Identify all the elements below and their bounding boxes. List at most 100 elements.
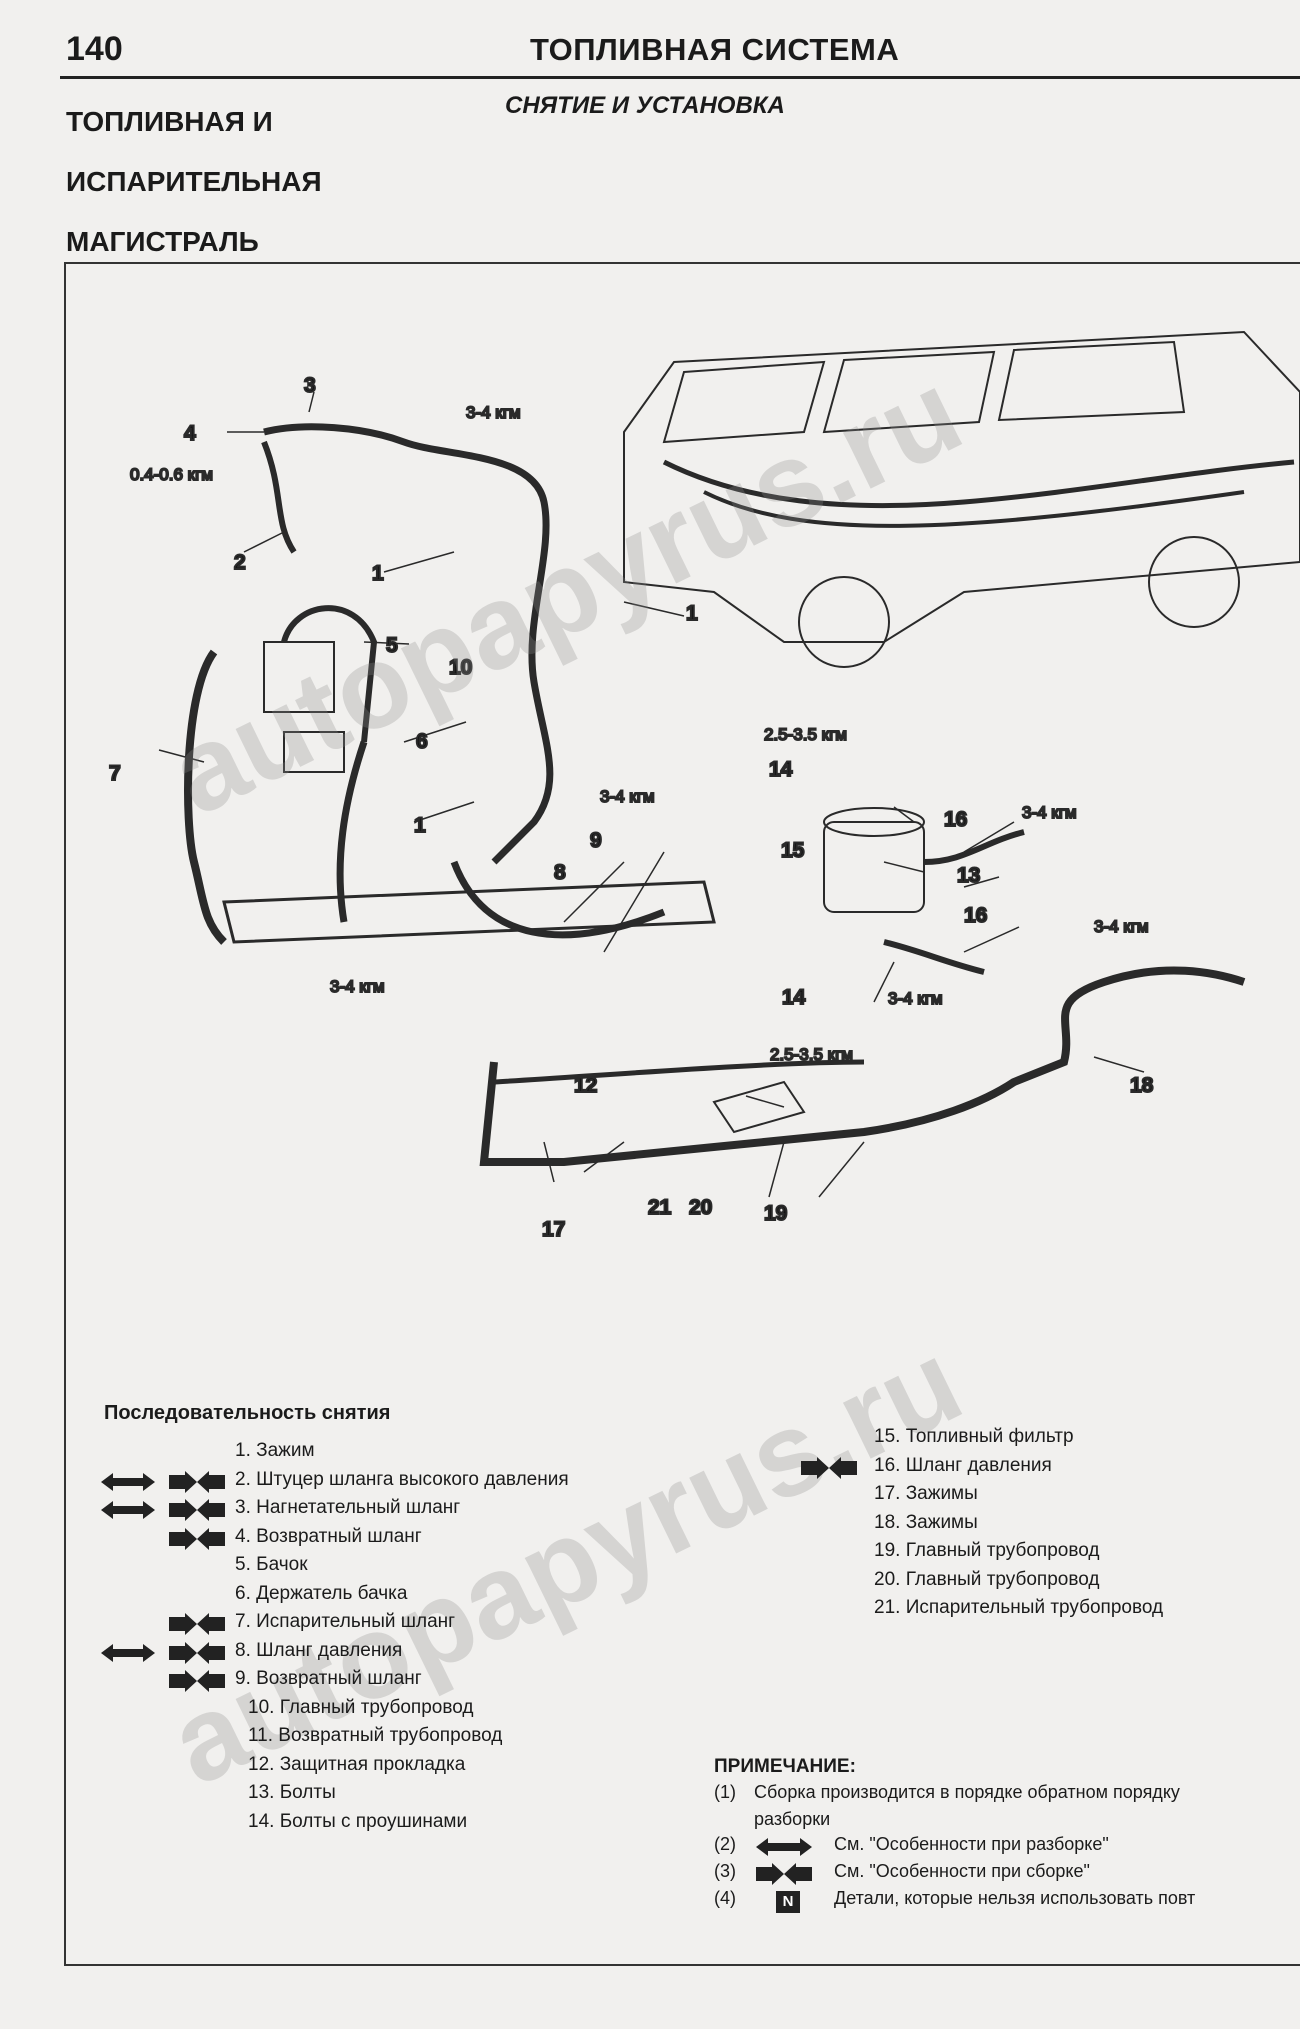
callout-number: 1	[414, 814, 426, 837]
remove-arrow-icon	[101, 1472, 155, 1491]
callout-number: 4	[184, 422, 196, 445]
torque-label: 3-4 кгм	[1022, 803, 1077, 822]
sequence-item-text: 20. Главный трубопровод	[874, 1568, 1100, 1590]
note-title: ПРИМЕЧАНИЕ:	[714, 1756, 856, 1777]
sequence-item: 18. Зажимы	[800, 1512, 1260, 1541]
sequence-heading: Последовательность снятия	[104, 1402, 391, 1424]
sequence-item-text: 12. Защитная прокладка	[248, 1753, 466, 1775]
fuel-filter-illustration	[823, 807, 1025, 975]
note-continuation: разборки	[754, 1809, 831, 1829]
install-arrow-icon	[756, 1863, 812, 1885]
callout-number: 5	[386, 634, 398, 657]
sequence-icons	[100, 1527, 275, 1552]
callout-number: 16	[964, 904, 987, 927]
sequence-item-text: 4. Возвратный шланг	[235, 1525, 422, 1547]
sequence-item-text: 13. Болты	[248, 1782, 336, 1803]
note-number: (4)	[714, 1888, 736, 1908]
note-block: ПРИМЕЧАНИЕ: (1) Сборка производится в по…	[714, 1756, 1300, 1915]
subtitle: СНЯТИЕ И УСТАНОВКА	[505, 92, 785, 119]
sequence-item: 3. Нагнетательный шланг	[60, 1497, 710, 1526]
callout-number: 16	[944, 808, 967, 831]
sequence-item-text: 8. Шланг давления	[235, 1639, 403, 1661]
sequence-item-text: 1. Зажим	[235, 1440, 315, 1461]
topic-title-line: ИСПАРИТЕЛЬНАЯ	[66, 166, 322, 197]
sequence-item: 21. Испарительный трубопровод	[800, 1597, 1260, 1626]
sequence-icons	[100, 1499, 275, 1523]
remove-arrow-icon	[101, 1643, 155, 1662]
sequence-item-text: 18. Зажимы	[874, 1511, 978, 1533]
torque-label: 2.5-3.5 кгм	[770, 1045, 853, 1064]
torque-label: 3-4 кгм	[1094, 917, 1149, 936]
sequence-item-text: 2. Штуцер шланга высокого давления	[235, 1468, 569, 1490]
note-text: Сборка производится в порядке обратном п…	[754, 1782, 1180, 1802]
sequence-item-text: 11. Возвратный трубопровод	[248, 1725, 503, 1746]
sequence-icons	[100, 1670, 275, 1694]
callout-number: 14	[782, 986, 806, 1009]
torque-label: 0.4-0.6 кгм	[130, 465, 213, 484]
callout-number: 7	[109, 762, 121, 785]
note-text: Детали, которые нельзя использовать повт	[834, 1888, 1196, 1908]
callout-number: 12	[574, 1074, 597, 1097]
callout-number: 14	[769, 758, 793, 781]
sequence-item: 10. Главный трубопровод	[60, 1697, 710, 1726]
torque-label: 3-4 кгм	[888, 989, 943, 1008]
note-text: См. "Особенности при сборке"	[834, 1861, 1090, 1881]
sequence-item: 19. Главный трубопровод	[800, 1540, 1260, 1569]
note-number: (1)	[714, 1782, 736, 1802]
remove-arrow-icon	[101, 1501, 155, 1519]
sequence-item: 15. Топливный фильтр	[800, 1426, 1260, 1455]
callout-number: 1	[372, 562, 384, 585]
sequence-item: 4. Возвратный шланг	[60, 1526, 710, 1555]
install-arrow-icon	[169, 1527, 225, 1550]
section-title: ТОПЛИВНАЯ СИСТЕМА	[530, 32, 900, 67]
sequence-item-text: 10. Главный трубопровод	[248, 1696, 474, 1718]
note-row: (2) См. "Особенности при разборке"	[714, 1834, 1300, 1861]
note-text: См. "Особенности при разборке"	[834, 1834, 1109, 1854]
callout-number: 3	[304, 374, 316, 397]
sequence-item-text: 17. Зажимы	[874, 1483, 978, 1504]
note-number: (3)	[714, 1861, 736, 1881]
header-rule	[60, 76, 1300, 79]
sequence-item: 5. Бачок	[60, 1554, 710, 1583]
sequence-item: 12. Защитная прокладка	[60, 1754, 710, 1783]
note-number: (2)	[714, 1834, 736, 1854]
callout-number: 2	[234, 551, 246, 574]
topic-title-line: ТОПЛИВНАЯ И	[66, 106, 273, 137]
callout-number: 17	[542, 1218, 565, 1241]
install-arrow-icon	[801, 1456, 857, 1479]
sequence-item-text: 3. Нагнетательный шланг	[235, 1497, 461, 1518]
remove-arrow-icon	[756, 1838, 812, 1856]
install-arrow-icon	[169, 1613, 225, 1635]
sequence-item-text: 21. Испарительный трубопровод	[874, 1597, 1164, 1618]
install-arrow-icon	[169, 1670, 225, 1692]
sequence-item: 2. Штуцер шланга высокого давления	[60, 1469, 710, 1498]
sequence-item-text: 6. Держатель бачка	[235, 1582, 408, 1604]
callout-number: 10	[449, 656, 472, 679]
sequence-item: 1. Зажим	[60, 1440, 710, 1469]
note-row: (4) N Детали, которые нельзя использоват…	[714, 1888, 1300, 1915]
callout-number: 19	[764, 1202, 787, 1225]
sequence-icons	[100, 1641, 275, 1666]
callout-number: 13	[957, 864, 980, 887]
tube-assembly-lower	[479, 966, 1246, 1166]
sequence-item: 14. Болты с проушинами	[60, 1811, 710, 1840]
callout-number: 15	[781, 839, 805, 862]
note-row: (1) Сборка производится в порядке обратн…	[714, 1782, 1300, 1809]
leader-lines	[158, 391, 1145, 1198]
hose-assembly-upper	[184, 423, 716, 945]
sequence-item: 20. Главный трубопровод	[800, 1569, 1260, 1598]
callout-number: 8	[554, 861, 566, 884]
callout-number: 1	[686, 602, 698, 625]
sequence-item: 9. Возвратный шланг	[60, 1668, 710, 1697]
torque-label: 3-4 кгм	[466, 403, 521, 422]
vehicle-illustration	[623, 330, 1300, 668]
install-arrow-icon	[169, 1641, 225, 1664]
sequence-item-text: 5. Бачок	[235, 1554, 308, 1575]
sequence-list-left: 1. Зажим 2. Штуцер шланга высокого давлен…	[60, 1440, 710, 1839]
callout-number: 6	[416, 730, 428, 753]
topic-title-line: МАГИСТРАЛЬ	[66, 226, 259, 257]
install-arrow-icon	[169, 1470, 225, 1493]
torque-label: 3-4 кгм	[600, 787, 655, 806]
sequence-item-text: 14. Болты с проушинами	[248, 1810, 468, 1832]
